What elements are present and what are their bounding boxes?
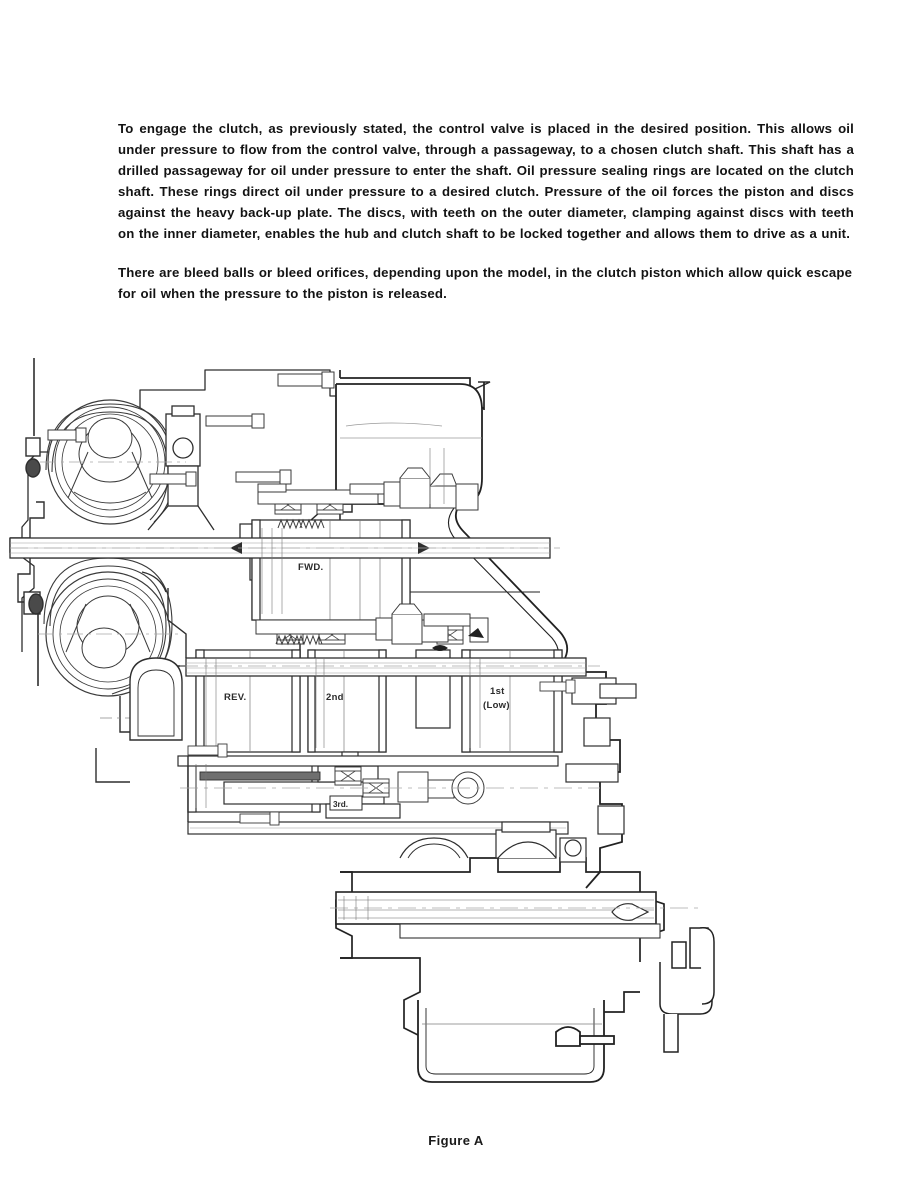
label-rev: REV. [224,692,247,703]
fwd-clutch-chamber [251,519,411,621]
fastener-details-upper [47,371,335,487]
mid-main-shaft [185,657,587,677]
construction-centerlines [10,461,700,909]
oil-pan [417,1000,615,1083]
bolt-details-body [187,679,576,826]
paragraph-2: There are bleed balls or bleed orifices,… [118,264,853,301]
output-flange-details [399,821,650,921]
figure-a-diagram: FWD. [0,352,912,1142]
fwd-clutch-assembly [257,467,479,529]
label-3rd: 3rd. [333,800,348,809]
output-shaft-body [335,891,661,939]
body-text-block: To engage the clutch, as previously stat… [118,118,854,304]
lower-left-sump [129,657,183,741]
label-1st-line1: 1st [490,686,505,697]
right-side-tube-details [659,927,715,1053]
label-fwd: FWD. [298,562,323,573]
mid-clutch-assemblies [255,603,489,651]
label-2nd: 2nd [326,692,344,703]
lower-output-shaft [177,755,569,835]
label-1st-line2: (Low) [483,700,510,711]
right-bracket-cluster [565,677,637,835]
internal-detail-lines [195,448,481,920]
transmission-cutaway-drawing: FWD. [9,358,715,1083]
paragraph-1: To engage the clutch, as previously stat… [118,121,854,242]
left-mounting-flange [9,358,45,686]
figure-caption: Figure A [428,1133,484,1148]
